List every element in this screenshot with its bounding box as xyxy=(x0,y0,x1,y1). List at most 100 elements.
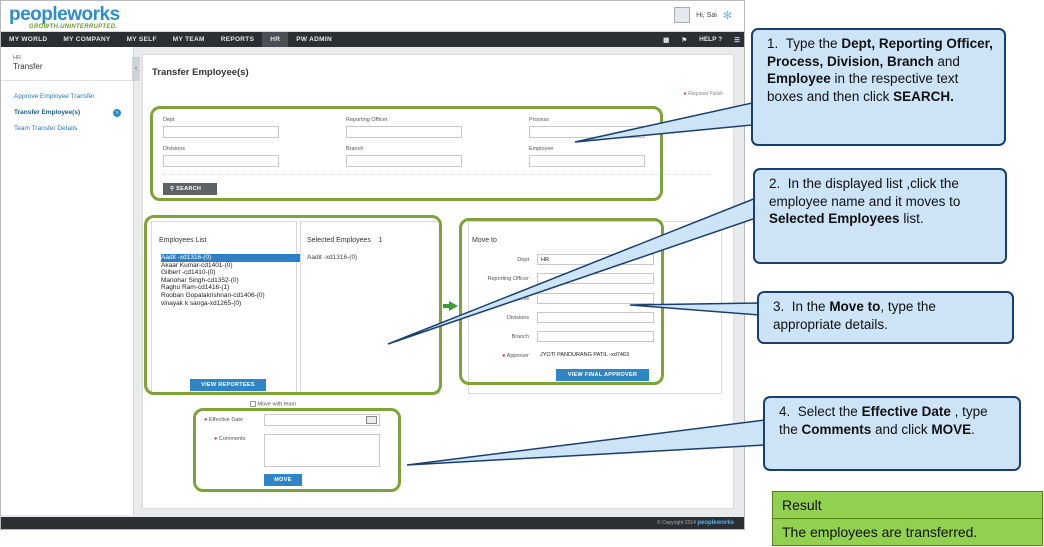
callout-2-number: 2. xyxy=(769,176,781,191)
pointer-2 xyxy=(387,196,757,345)
gear-icon[interactable]: ✻ xyxy=(722,9,732,22)
nav-my-team[interactable]: MY TEAM xyxy=(172,36,205,43)
user-menu[interactable]: Hi, Sai ✻ xyxy=(674,7,732,23)
app-logo[interactable]: peopleworks GROWTH.UNINTERRUPTED. xyxy=(9,4,120,30)
callout-1-text-c: and xyxy=(933,53,960,69)
callout-1-text-b: Dept, Reporting Officer, Process, Divisi… xyxy=(767,36,993,69)
effective-date-input[interactable] xyxy=(264,414,380,426)
employees-list-title: Employees List xyxy=(159,237,207,244)
reporting-officer-input[interactable] xyxy=(346,126,462,138)
callout-4-text-c: , type the xyxy=(779,404,988,437)
employee-label: Employee xyxy=(529,146,554,152)
effective-date-label: ● Effective Date xyxy=(204,417,243,423)
callout-step-3: 3. In the Move to, type the appropriate … xyxy=(757,291,1014,344)
callout-3-text-c: , type the appropriate details. xyxy=(773,299,936,332)
result-table: Result The employees are transferred. xyxy=(772,491,1043,546)
required-note-text: Required Fields xyxy=(687,91,723,97)
nav-hr[interactable]: HR xyxy=(262,32,289,47)
sidebar-section-title: Transfer xyxy=(13,62,43,71)
reporting-officer-label: Reporting Officer xyxy=(346,117,388,123)
footer-copyright: © Copyright 2014 peopleworks xyxy=(657,520,734,526)
branch-label: Branch xyxy=(346,146,364,152)
sidebar-section-small: HR xyxy=(13,55,21,61)
copyright-text: © Copyright 2014 xyxy=(656,520,696,526)
callout-4-text-g: . xyxy=(971,421,975,437)
search-button[interactable]: ⚲ SEARCH xyxy=(163,183,217,195)
callout-2-text-b: Selected Employees xyxy=(769,211,900,226)
dept-label: Dept xyxy=(163,117,175,123)
move-arrow-icon[interactable] xyxy=(449,301,458,311)
approver-label-text: Approver xyxy=(506,353,529,359)
view-reportees-button[interactable]: VIEW REPORTEES xyxy=(190,379,266,391)
move-reporting-officer-label: Reporting Officer xyxy=(487,276,529,282)
divisions-input[interactable] xyxy=(163,155,279,167)
callout-1-text-d: Employee xyxy=(767,71,831,86)
callout-2-text-a: In the displayed list ,click the employe… xyxy=(769,176,961,209)
result-body: The employees are transferred. xyxy=(782,524,978,540)
callout-1-text-f: SEARCH. xyxy=(893,88,954,104)
nav-right-tools: ▦ ⚑ HELP ? ☰ xyxy=(663,32,740,47)
menu-toggle-icon[interactable]: ☰ xyxy=(734,36,740,44)
move-divisions-field[interactable] xyxy=(537,312,654,323)
list-item[interactable]: Aadit -xd1316-(0) xyxy=(161,254,301,262)
nav-my-world[interactable]: MY WORLD xyxy=(9,36,48,43)
divider xyxy=(163,174,711,175)
sidebar-item-transfer-employees[interactable]: Transfer Employee(s)› xyxy=(1,105,133,121)
list-item[interactable]: vinayak k sanga-xd1265-(0) xyxy=(161,299,242,307)
sidebar-item-approve-transfer[interactable]: Approve Employee Transfer xyxy=(1,89,133,105)
avatar[interactable] xyxy=(674,7,691,23)
nav-reports[interactable]: REPORTS xyxy=(220,36,255,43)
help-icon: ? xyxy=(718,36,723,43)
move-process-field[interactable] xyxy=(537,293,654,304)
move-with-team-label: Move with team xyxy=(257,401,297,408)
divisions-label: Divisions xyxy=(163,146,186,152)
search-icon: ⚲ xyxy=(170,186,175,192)
sidebar-item-label: Approve Employee Transfer xyxy=(14,93,95,100)
employee-input[interactable] xyxy=(529,155,645,167)
list-item[interactable]: Manohar Singh-cd1352-(0) xyxy=(161,276,239,284)
list-item[interactable]: Rooban Gopalakrishnan-cd1406-(0) xyxy=(161,291,265,299)
dept-input[interactable] xyxy=(163,126,279,138)
sidebar-item-team-transfer-details[interactable]: Team Transfer Details xyxy=(1,121,133,137)
view-final-approver-button[interactable]: VIEW FINAL APPROVER xyxy=(556,369,649,381)
branch-input[interactable] xyxy=(346,155,462,167)
employees-list[interactable]: Aadit -xd1316-(0) Akaar Kumar-cd1401-(0)… xyxy=(161,254,301,307)
move-with-team-row[interactable]: Move with team xyxy=(250,401,296,407)
move-branch-field[interactable] xyxy=(537,331,654,342)
list-item[interactable]: Gilbert -cd1410-(0) xyxy=(161,269,216,277)
employees-list-panel: Employees List Aadit -xd1316-(0) Akaar K… xyxy=(151,221,301,394)
approver-value: JYOTI PANDURANG PATIL -xd7463 xyxy=(537,350,654,361)
selected-employees-heading: Selected Employees 1 xyxy=(307,237,383,244)
user-greeting: Hi, Sai xyxy=(696,11,717,19)
selected-employees-count: 1 xyxy=(378,237,383,244)
move-arrow-shaft xyxy=(443,304,450,308)
selected-employee-item[interactable]: Aadit -xd1316-(0) xyxy=(307,254,358,261)
callout-4-text-f: MOVE xyxy=(931,421,972,437)
help-link[interactable]: HELP ? xyxy=(699,36,722,43)
comments-textarea[interactable] xyxy=(264,434,380,467)
flag-icon[interactable]: ⚑ xyxy=(681,36,688,44)
sidebar-collapse-button[interactable]: ‹ xyxy=(132,57,140,81)
list-item[interactable]: Raghu Ram-cd1416-(1) xyxy=(161,284,230,292)
footer-brand: peopleworks xyxy=(697,520,734,526)
sidebar-item-label: Team Transfer Details xyxy=(14,125,78,132)
move-button[interactable]: MOVE xyxy=(264,474,302,486)
move-divisions-label: Divisions xyxy=(506,315,529,321)
callout-2-text-c: list. xyxy=(899,211,924,226)
pointer-4 xyxy=(406,419,766,466)
callout-4-number: 4. xyxy=(779,404,791,419)
nav-pw-admin[interactable]: PW ADMIN xyxy=(296,36,332,43)
move-with-team-checkbox[interactable] xyxy=(250,401,256,407)
nav-my-self[interactable]: MY SELF xyxy=(126,36,157,43)
grid-icon[interactable]: ▦ xyxy=(663,36,670,44)
list-item[interactable]: Akaar Kumar-cd1401-(0) xyxy=(161,261,233,269)
sidebar-item-label: Transfer Employee(s) xyxy=(14,109,81,116)
nav-my-company[interactable]: MY COMPANY xyxy=(63,36,111,43)
callout-step-2: 2. In the displayed list ,click the empl… xyxy=(753,168,1007,264)
callout-1-number: 1. xyxy=(767,36,779,51)
calendar-icon[interactable] xyxy=(366,416,377,424)
footer-bar: © Copyright 2014 peopleworks xyxy=(1,517,744,529)
help-label: HELP xyxy=(699,36,717,43)
required-note: ● Required Fields xyxy=(683,91,723,97)
